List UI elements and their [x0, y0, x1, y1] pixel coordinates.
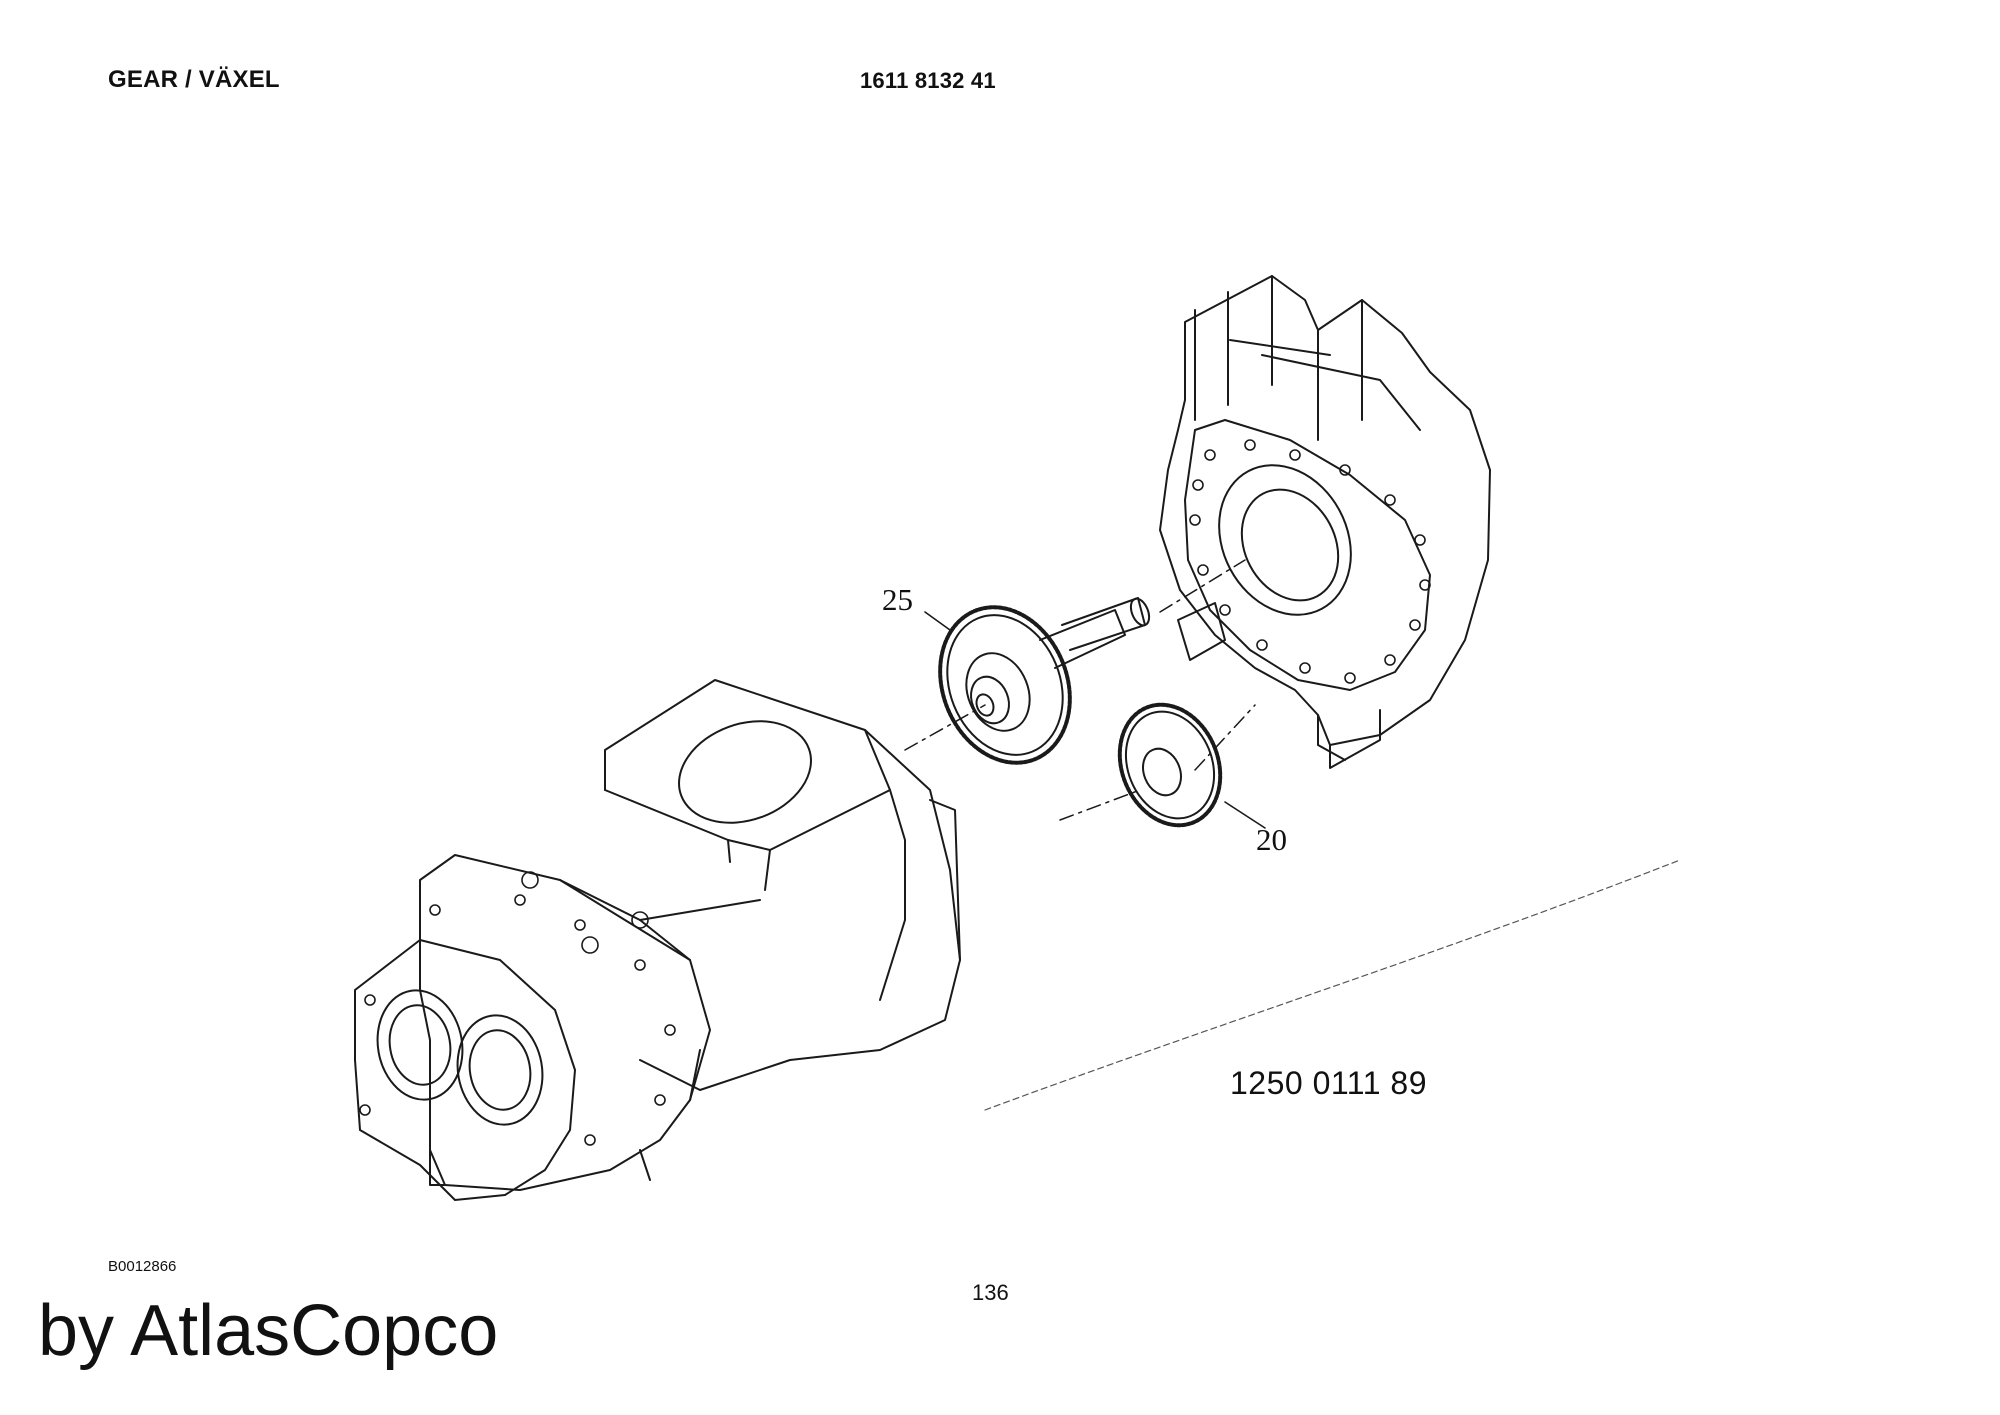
image-reference: B0012866 — [108, 1258, 177, 1275]
gear-20-drawing — [1117, 702, 1223, 828]
callout-25: 25 — [882, 582, 913, 617]
assembly-arc — [984, 859, 1681, 1111]
page-title: GEAR / VÄXEL — [108, 66, 280, 93]
gear-housing-cover — [1159, 275, 1491, 769]
compressor-element — [354, 679, 961, 1201]
document-number: 1611 8132 41 — [860, 68, 996, 93]
leader-lines — [924, 611, 1266, 829]
centerlines — [904, 559, 1256, 821]
gear-25-drawing — [938, 597, 1151, 765]
brand-text: by AtlasCopco — [38, 1291, 499, 1371]
callout-20: 20 — [1256, 822, 1287, 857]
assembly-number: 1250 0111 89 — [1230, 1065, 1427, 1101]
page-number: 136 — [972, 1280, 1009, 1305]
